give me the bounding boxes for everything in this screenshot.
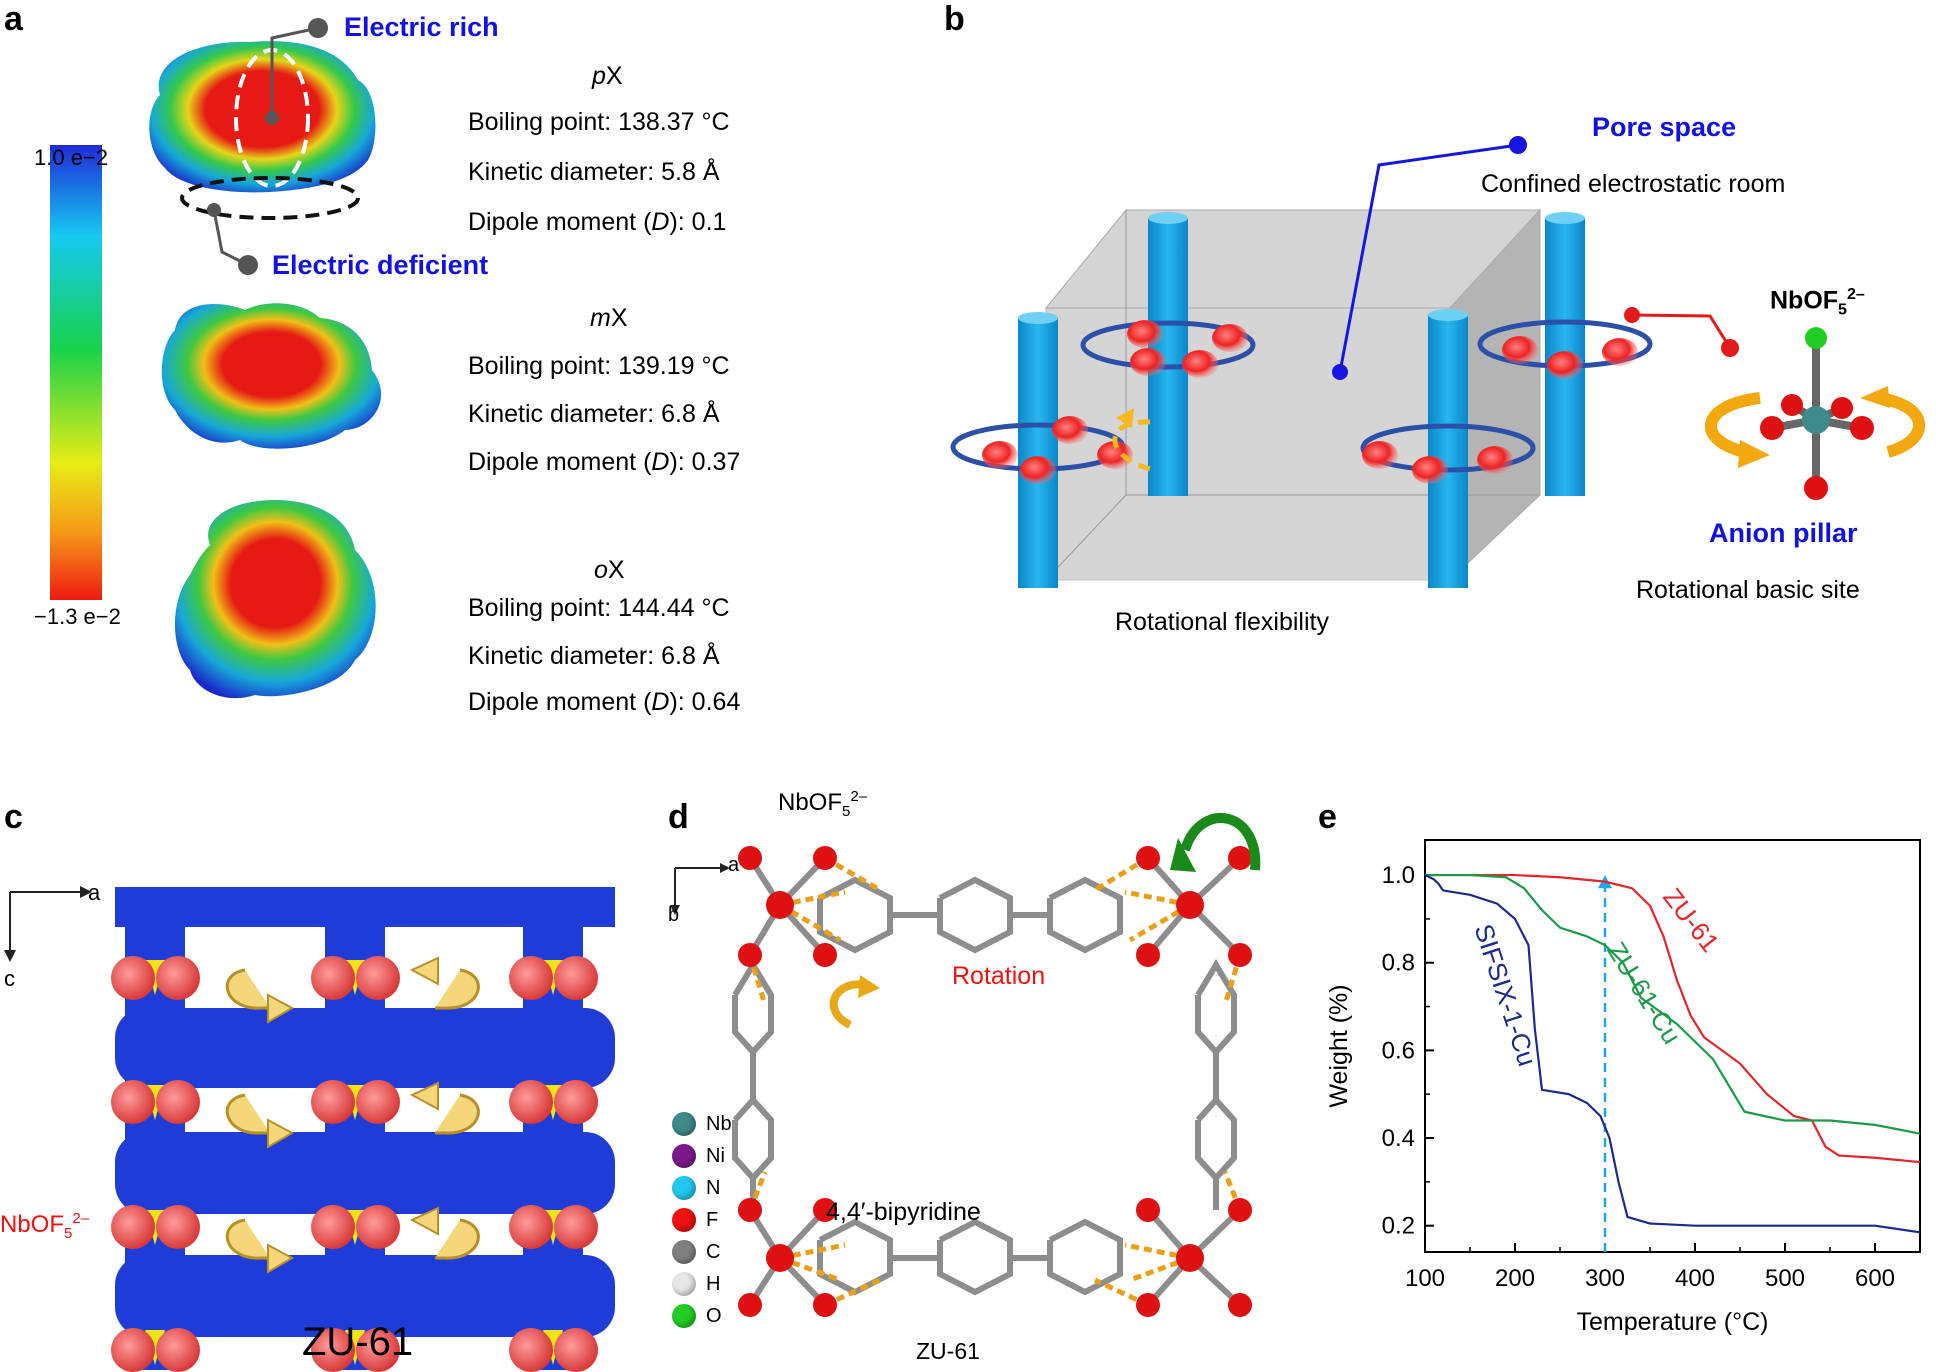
panel-d-axis-b: b	[668, 904, 680, 926]
panel-label-b: b	[944, 0, 965, 38]
panel-b-graphics	[950, 136, 1925, 588]
ox-boiling-point: Boiling point: 144.44 °C	[468, 594, 730, 622]
rotational-flexibility-label: Rotational flexibility	[1115, 608, 1329, 636]
px-esp-surface	[149, 41, 376, 193]
y-tick-label: 0.6	[1382, 1037, 1415, 1064]
legend-label: F	[706, 1208, 719, 1231]
legend-label: N	[706, 1176, 721, 1199]
ox-name: oX	[594, 556, 625, 584]
confined-room-label: Confined electrostatic room	[1481, 170, 1786, 198]
mx-kinetic-diameter: Kinetic diameter: 6.8 Å	[468, 400, 720, 428]
series-line	[1424, 874, 1921, 1234]
x-tick-label: 500	[1765, 1265, 1805, 1292]
px-deficient-dashed-ellipse	[180, 176, 360, 220]
ox-esp-surface	[175, 500, 376, 699]
x-tick-label: 600	[1855, 1265, 1895, 1292]
electric-rich-label: Electric rich	[344, 12, 499, 42]
scale-bottom-label: −1.3 e−2	[34, 604, 121, 629]
px-kinetic-diameter: Kinetic diameter: 5.8 Å	[468, 158, 720, 186]
x-tick-label: 400	[1675, 1265, 1715, 1292]
mx-dipole-moment: Dipole moment (D): 0.37	[468, 448, 741, 476]
y-axis-label: Weight (%)	[1325, 984, 1353, 1107]
tga-chart: 100 200 300 400 500 600 0.2 0.4 0.6 0.8 1.0Tempera…	[1325, 839, 1921, 1336]
esp-color-scale	[50, 145, 102, 600]
mx-boiling-point: Boiling point: 139.19 °C	[468, 352, 730, 380]
panel-d-title: ZU-61	[916, 1338, 980, 1364]
legend-swatch	[672, 1176, 696, 1200]
panel-c-axis-a: a	[88, 880, 101, 905]
x-tick-label: 300	[1585, 1265, 1625, 1292]
ox-dipole-moment: Dipole moment (D): 0.64	[468, 688, 741, 716]
rotational-basic-site-label: Rotational basic site	[1636, 576, 1860, 604]
legend-label: Ni	[706, 1144, 725, 1167]
series-line	[1425, 873, 1921, 1164]
panel-label-a: a	[4, 0, 23, 38]
series-label: ZU-61-Cu	[1601, 937, 1687, 1050]
legend-swatch	[672, 1208, 696, 1232]
rotation-label: Rotation	[952, 962, 1046, 990]
legend-item: Nb	[672, 1112, 732, 1136]
legend-item: Ni	[672, 1144, 725, 1168]
panel-c-graphics	[4, 885, 620, 1372]
px-name: pX	[592, 62, 623, 90]
plot-frame	[1424, 839, 1921, 1253]
y-tick-label: 0.8	[1382, 950, 1415, 977]
panel-label-c: c	[4, 798, 23, 836]
legend-swatch	[672, 1272, 696, 1296]
anion-pillar-label: Anion pillar	[1709, 518, 1858, 548]
x-tick-label: 200	[1495, 1265, 1535, 1292]
pore-space-label: Pore space	[1592, 112, 1737, 142]
legend-label: Nb	[706, 1112, 732, 1135]
legend-item: O	[672, 1304, 722, 1328]
panel-d-axis-a: a	[728, 854, 740, 876]
ox-kinetic-diameter: Kinetic diameter: 6.8 Å	[468, 642, 720, 670]
px-boiling-point: Boiling point: 138.37 °C	[468, 108, 730, 136]
panel-label-e: e	[1318, 798, 1337, 836]
bipyridine-label: 4,4′-bipyridine	[826, 1198, 981, 1226]
electric-deficient-label: Electric deficient	[272, 250, 489, 280]
series-line	[1425, 873, 1921, 1135]
y-tick-label: 1.0	[1382, 862, 1415, 889]
panel-b-anion-formula: NbOF52–	[1770, 286, 1865, 319]
legend-swatch	[672, 1144, 696, 1168]
scale-top-label: 1.0 e−2	[34, 145, 109, 170]
panel-label-d: d	[668, 798, 689, 836]
legend-item: H	[672, 1272, 720, 1296]
x-tick-label: 100	[1405, 1265, 1445, 1292]
panel-d-graphics	[670, 813, 1261, 1317]
panel-c-anion-formula: NbOF52–	[0, 1210, 90, 1242]
legend-item: N	[672, 1176, 720, 1200]
y-tick-label: 0.4	[1382, 1125, 1415, 1152]
px-dipole-moment: Dipole moment (D): 0.1	[468, 208, 727, 236]
legend-item: F	[672, 1208, 718, 1232]
legend-swatch	[672, 1112, 696, 1136]
legend-label: H	[706, 1272, 721, 1295]
panel-a-graphics	[50, 18, 382, 699]
panel-d-anion-formula: NbOF52–	[778, 788, 868, 820]
mx-esp-surface	[161, 303, 382, 449]
y-tick-label: 0.2	[1382, 1213, 1415, 1240]
panel-c-axis-c: c	[4, 966, 15, 991]
legend-item: C	[672, 1240, 720, 1264]
panel-c-title: ZU-61	[302, 1320, 414, 1364]
x-axis-label: Temperature (°C)	[1577, 1308, 1769, 1336]
legend-label: C	[706, 1240, 721, 1263]
legend-swatch	[672, 1304, 696, 1328]
legend-label: O	[706, 1304, 722, 1327]
legend-swatch	[672, 1240, 696, 1264]
mx-name: mX	[590, 304, 628, 332]
